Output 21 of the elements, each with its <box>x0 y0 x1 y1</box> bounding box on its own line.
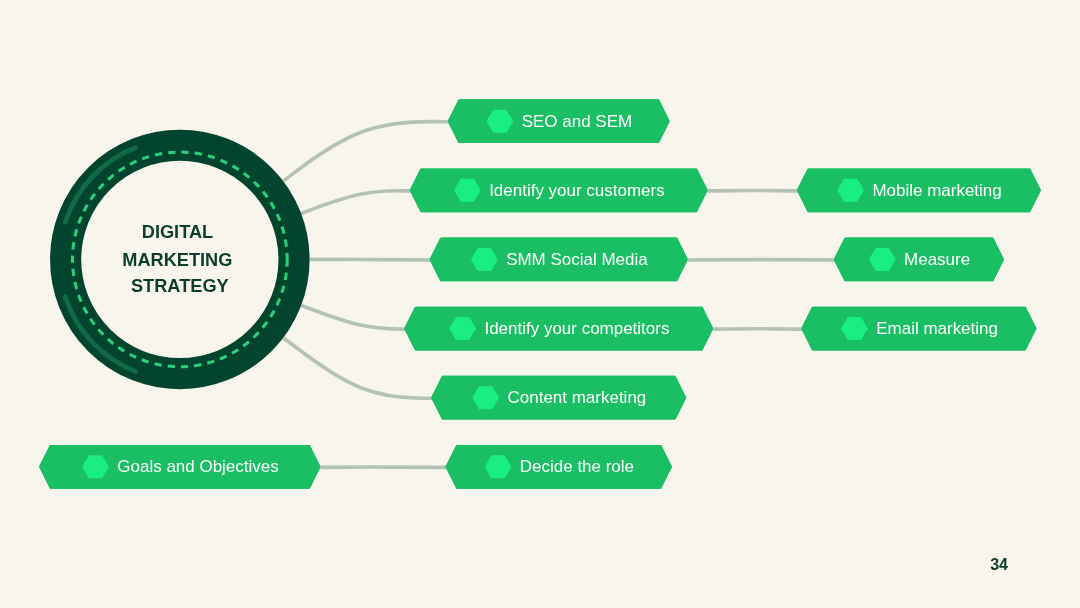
hexagon-node: Mobile marketing <box>796 168 1041 213</box>
connector-line <box>282 336 433 401</box>
connector-line <box>707 188 799 193</box>
connector-line <box>320 465 447 470</box>
hexagon-node: SMM Social Media <box>429 237 688 282</box>
hexagon-node: Measure <box>833 237 1004 282</box>
connector-line <box>282 119 449 183</box>
connector-line <box>300 188 411 216</box>
connector-line <box>309 257 431 262</box>
hexagon-node: Goals and Objectives <box>39 445 321 489</box>
connector-line <box>687 257 835 262</box>
connector-line <box>300 303 406 331</box>
hexagon-node: Email marketing <box>801 306 1037 351</box>
hexagon-node: Identify your competitors <box>404 306 714 351</box>
connector-line <box>713 326 803 331</box>
hexagon-node: Decide the role <box>445 445 672 489</box>
hexagon-node: Identify your customers <box>409 168 708 213</box>
hexagon-node: Content marketing <box>431 375 687 420</box>
page-number: 34 <box>990 556 1008 574</box>
hexagon-node: SEO and SEM <box>447 99 670 143</box>
circle-node: DIGITAL MARKETING STRATEGY <box>50 129 310 390</box>
